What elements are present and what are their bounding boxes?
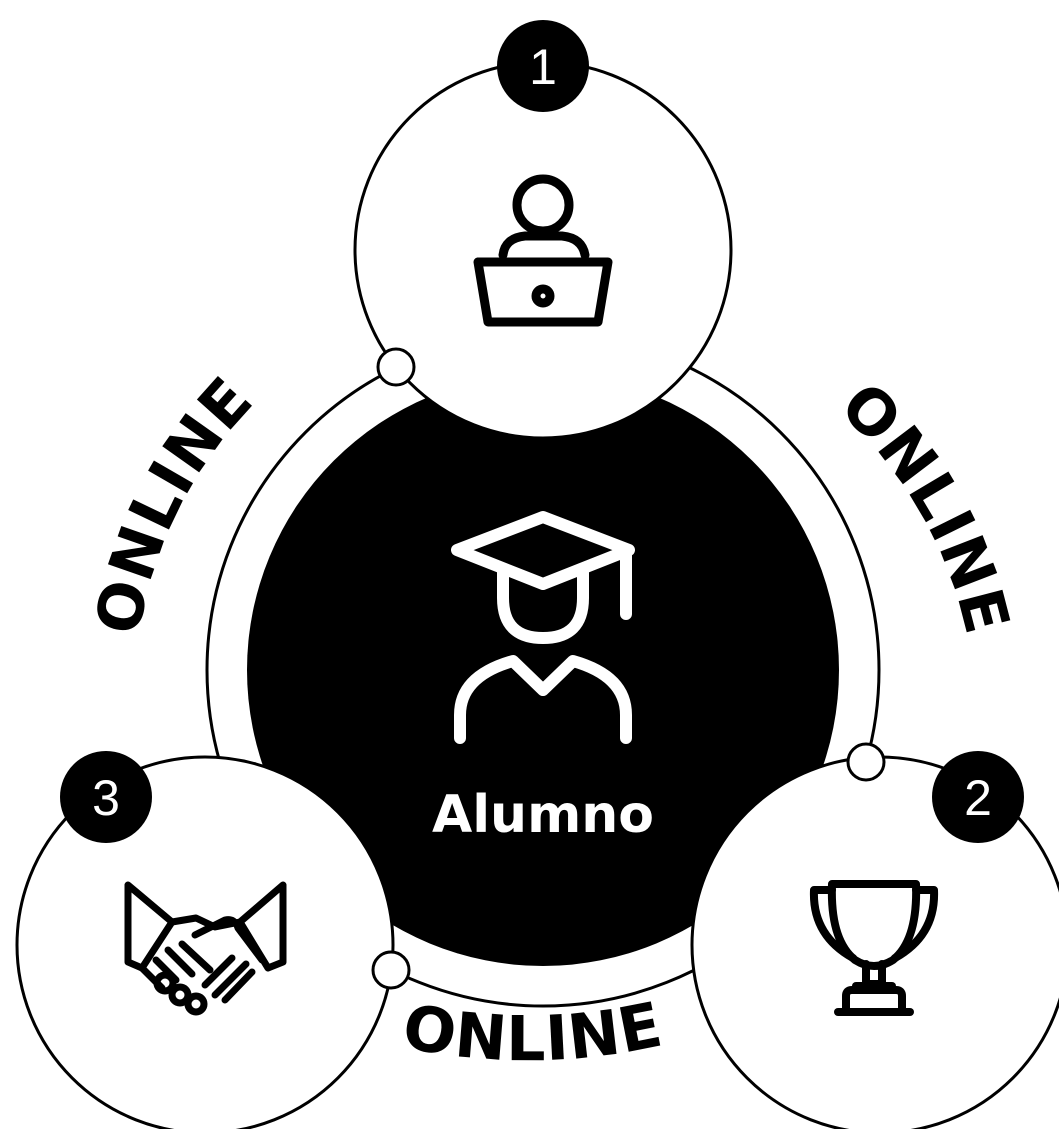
badge-3-number: 3 <box>92 770 120 826</box>
connector-dot-top-left <box>376 347 416 387</box>
online-label-right: ONLINE <box>827 368 1025 641</box>
handshake-icon <box>124 881 287 1016</box>
node-circle-3 <box>15 755 395 1129</box>
connector-dot-right <box>846 742 886 782</box>
badge-1-number: 1 <box>529 39 557 95</box>
online-label-right-text: ONLINE <box>827 368 1024 641</box>
center-circle <box>247 374 839 966</box>
trophy-icon <box>809 880 939 1016</box>
connector-dot-bottom <box>371 950 411 990</box>
online-label-bottom: ONLINE <box>398 988 669 1076</box>
online-label-left-text: ONLINE <box>81 363 266 640</box>
online-label-left: ONLINE <box>81 363 267 640</box>
badge-1: 1 <box>497 20 589 112</box>
online-label-bottom-text: ONLINE <box>398 988 668 1076</box>
badge-2: 2 <box>932 751 1024 843</box>
graduate-student-icon <box>451 511 635 744</box>
student-laptop-icon <box>473 174 613 327</box>
node-circle-1 <box>353 60 733 440</box>
center-label: Alumno <box>432 785 654 845</box>
badge-3: 3 <box>60 751 152 843</box>
badge-2-number: 2 <box>964 770 992 826</box>
